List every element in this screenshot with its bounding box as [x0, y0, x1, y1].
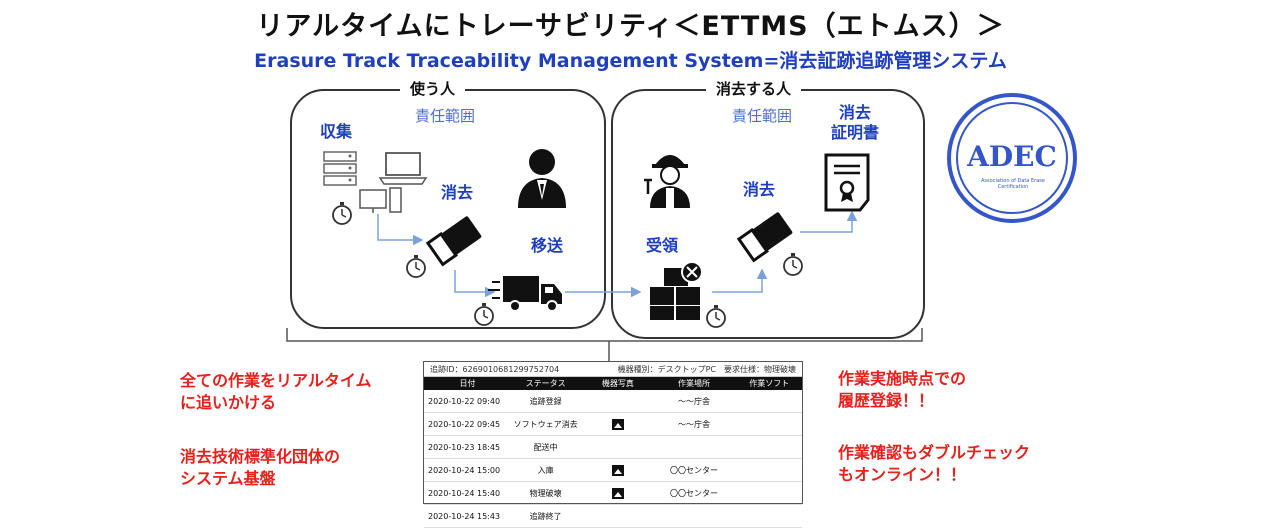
adec-logo-text: ADEC	[967, 140, 1057, 173]
note-standard-line2: システム基盤	[180, 469, 276, 488]
note-realtime: 全ての作業をリアルタイム に追いかける	[180, 370, 372, 414]
cell-place: 〜〜庁舎	[678, 419, 711, 429]
cell-date: 2020-10-22 09:45	[428, 419, 501, 429]
cell-photo	[584, 464, 651, 476]
note-realtime-line2: に追いかける	[180, 393, 277, 412]
cell-status: 追跡終了	[529, 511, 562, 521]
note-history-line1: 作業実施時点での	[838, 369, 967, 388]
stopwatch-icon	[406, 254, 426, 278]
user-panel-label: 使う人	[400, 78, 466, 99]
eraser-responsibility-label: 責任範囲	[732, 107, 793, 125]
note-doublecheck-line2: もオンライン！！	[838, 465, 967, 484]
erase-label-right: 消去	[743, 180, 776, 199]
adec-seal	[947, 93, 1077, 223]
cell-date: 2020-10-24 15:00	[428, 465, 501, 475]
erase-label-left: 消去	[441, 183, 474, 202]
cell-status: 物理破壊	[529, 488, 562, 498]
cell-photo	[584, 487, 651, 499]
table-row[interactable]: 2020-10-22 09:40 追跡登録 〜〜庁舎	[424, 390, 802, 413]
stopwatch-icon	[332, 201, 352, 225]
certificate-label: 消去 証明書	[831, 103, 879, 143]
cell-photo	[584, 418, 651, 430]
tracking-table: 追跡ID：626901068129975270​4 機器種別：デスクトップPC …	[423, 361, 803, 528]
cell-date: 2020-10-24 15:43	[428, 511, 501, 521]
col-status: ステータス	[525, 379, 566, 388]
note-realtime-line1: 全ての作業をリアルタイム	[180, 371, 372, 390]
photo-icon[interactable]	[611, 464, 624, 476]
receive-label: 受領	[646, 236, 679, 255]
flow-illustration	[286, 93, 1077, 361]
col-soft: 作業ソフト	[749, 379, 790, 388]
device-spec: 機器種別：デスクトップPC 要求仕様：物理破壊	[617, 364, 796, 374]
note-standard: 消去技術標準化団体の システム基盤	[180, 446, 340, 490]
note-standard-line1: 消去技術標準化団体の	[180, 447, 341, 466]
eraser-icon	[737, 210, 795, 262]
user-responsibility-label: 責任範囲	[415, 107, 476, 125]
tracking-id: 追跡ID：626901068129975270​4	[430, 364, 560, 374]
boxes-icon	[650, 261, 703, 320]
cell-place: 〇〇センター	[670, 465, 719, 475]
col-place: 作業場所	[678, 379, 711, 388]
col-date: 日付	[459, 379, 476, 388]
eraser-panel-label: 消去する人	[706, 78, 802, 99]
eraser-icon	[426, 214, 484, 266]
certificate-icon	[824, 153, 870, 212]
transport-label: 移送	[531, 236, 564, 255]
table-row[interactable]: 2020-10-24 15:00 入庫 〇〇センター	[424, 459, 802, 482]
table-header: 日付 ステータス 機器写真 作業場所 作業ソフト	[424, 377, 802, 390]
worker-icon	[644, 155, 690, 208]
cell-status: 追跡登録	[529, 396, 562, 406]
server-icon	[323, 151, 357, 186]
cell-date: 2020-10-23 18:45	[428, 442, 501, 452]
col-photo: 機器写真	[601, 379, 634, 388]
cell-date: 2020-10-24 15:40	[428, 488, 501, 498]
stopwatch-icon	[706, 304, 726, 328]
table-row[interactable]: 2020-10-23 18:45 配送中	[424, 436, 802, 459]
photo-icon[interactable]	[611, 418, 624, 430]
certificate-label-line1: 消去	[839, 103, 872, 122]
cell-status: 配送中	[533, 442, 558, 452]
note-history: 作業実施時点での 履歴登録！！	[838, 368, 966, 412]
certificate-label-line2: 証明書	[831, 123, 880, 142]
cell-status: 入庫	[537, 465, 554, 475]
table-row[interactable]: 2020-10-24 15:43 追跡終了	[424, 505, 802, 528]
cell-date: 2020-10-22 09:40	[428, 396, 501, 406]
cell-place: 〇〇センター	[670, 488, 719, 498]
note-doublecheck-line1: 作業確認もダブルチェック	[838, 443, 1031, 462]
truck-icon	[488, 276, 562, 312]
cell-status: ソフトウェア消去	[513, 419, 578, 429]
page-subtitle: Erasure Track Traceability Management Sy…	[254, 50, 1007, 72]
adec-tagline: Association of Data Erase Certification	[981, 178, 1045, 190]
stopwatch-icon	[474, 302, 494, 326]
cell-place: 〜〜庁舎	[678, 396, 711, 406]
stopwatch-icon	[783, 252, 803, 276]
laptop-icon	[378, 152, 428, 185]
photo-icon[interactable]	[611, 487, 624, 499]
table-info-bar: 追跡ID：626901068129975270​4 機器種別：デスクトップPC …	[424, 362, 802, 377]
person-suit-icon	[518, 149, 566, 208]
desktop-icon	[359, 187, 402, 213]
table-row[interactable]: 2020-10-24 15:40 物理破壊 〇〇センター	[424, 482, 802, 505]
note-history-line2: 履歴登録！！	[838, 391, 935, 410]
collect-label: 収集	[320, 122, 353, 141]
note-doublecheck: 作業確認もダブルチェック もオンライン！！	[838, 442, 1030, 486]
table-row[interactable]: 2020-10-22 09:45 ソフトウェア消去 〜〜庁舎	[424, 413, 802, 436]
page-title: リアルタイムにトレーサビリティ＜ETTMS（エトムス）＞	[256, 11, 1005, 42]
